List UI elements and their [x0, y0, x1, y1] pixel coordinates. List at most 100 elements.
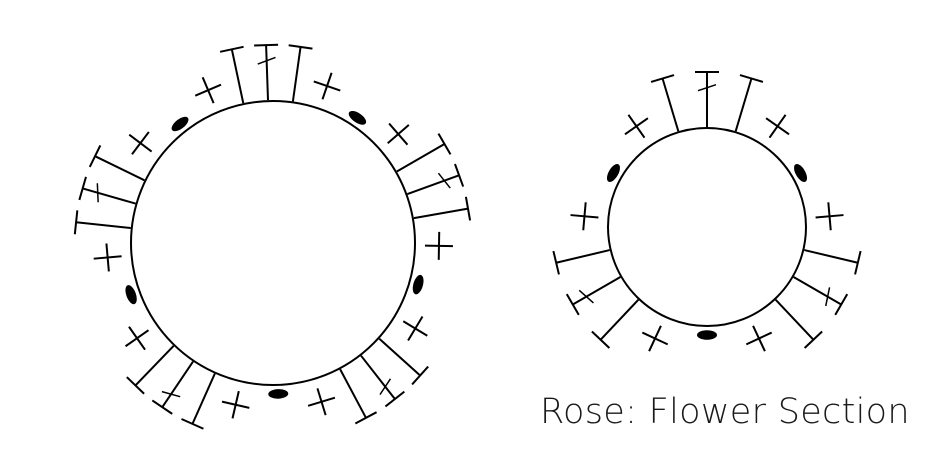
single-crochet-bar [221, 400, 250, 409]
double-crochet-top [254, 43, 279, 47]
chain-stitch [171, 116, 189, 132]
double-crochet [591, 299, 640, 349]
double-crochet-post [75, 221, 131, 230]
double-crochet-slash [379, 378, 392, 395]
double-crochet-top [181, 418, 204, 430]
double-crochet-top [834, 293, 849, 316]
single-crochet [387, 122, 410, 146]
double-crochet-top [464, 196, 472, 221]
double-crochet-slash [825, 287, 831, 307]
double-crochet-top [126, 376, 145, 395]
double-crochet [413, 196, 472, 221]
double-crochet-post [265, 45, 270, 101]
double-crochet-slash [578, 289, 594, 304]
single-crochet [194, 76, 222, 104]
double-crochet [407, 163, 465, 196]
double-crochet-top [78, 176, 87, 201]
double-crochet [288, 44, 313, 102]
single-crochet-bar [641, 331, 669, 346]
single-crochet-bar [388, 122, 409, 146]
double-crochet-post [555, 249, 610, 264]
double-crochet-post [378, 337, 421, 377]
chain-stitch-mark [606, 164, 620, 182]
double-crochet [339, 368, 378, 425]
double-crochet-post [161, 360, 194, 408]
single-crochet [424, 231, 453, 260]
double-crochet-post [774, 299, 815, 341]
double-crochet [254, 43, 279, 101]
chain-stitch [606, 164, 620, 182]
double-crochet-slash [161, 390, 181, 398]
single-crochet-bar [307, 396, 336, 407]
double-crochet-top [288, 44, 313, 50]
double-crochet [126, 345, 175, 395]
single-crochet [402, 315, 428, 342]
double-crochet [793, 276, 849, 316]
double-crochet-post [407, 174, 460, 196]
foundation-ring [607, 127, 807, 327]
double-crochet-top [354, 411, 378, 425]
small-rose-chart [552, 71, 862, 352]
double-crochet [396, 133, 452, 173]
single-crochet-bar [745, 331, 773, 346]
single-crochet-bar [624, 117, 649, 136]
single-crochet [307, 388, 336, 416]
double-crochet-top [803, 330, 823, 349]
double-crochet-post [572, 276, 621, 306]
chain-stitch [268, 389, 289, 399]
double-crochet-post [291, 46, 302, 102]
chain-stitch [794, 164, 808, 182]
double-crochet-slash [697, 83, 717, 92]
chain-stitch-mark [171, 116, 189, 132]
double-crochet-slash [257, 56, 276, 65]
large-rose-chart [73, 43, 472, 430]
double-crochet-post [804, 249, 859, 264]
single-crochet [745, 325, 773, 352]
double-crochet [774, 299, 823, 349]
double-crochet-top [88, 144, 102, 168]
double-crochet-top [437, 133, 452, 155]
double-crochet [378, 337, 429, 386]
double-crochet-post [793, 276, 842, 306]
double-crochet-post [413, 207, 469, 220]
double-crochet-top [73, 210, 79, 235]
chain-stitch [697, 330, 717, 340]
chain-stitch-mark [348, 110, 367, 125]
foundation-ring [130, 100, 416, 386]
single-crochet [765, 114, 790, 139]
double-crochet-top [650, 74, 675, 83]
double-crochet-top [411, 365, 429, 386]
chain-stitch [412, 274, 424, 295]
single-crochet-bar [582, 202, 587, 231]
double-crochet [734, 74, 764, 132]
double-crochet [78, 176, 136, 205]
chain-stitch-mark [125, 285, 137, 305]
double-crochet [181, 373, 216, 430]
single-crochet-bar [131, 131, 150, 155]
single-crochet-bar [765, 117, 790, 136]
double-crochet-post [191, 373, 216, 425]
single-crochet [128, 131, 153, 155]
single-crochet-bar [105, 243, 110, 272]
single-crochet [313, 72, 341, 100]
double-crochet-post [82, 187, 136, 205]
single-crochet-bar [194, 83, 222, 97]
double-crochet-post [396, 143, 445, 173]
double-crochet [219, 45, 245, 104]
double-crochet-post [599, 299, 640, 341]
double-crochet-slash [96, 183, 99, 203]
double-crochet [804, 249, 862, 275]
chain-stitch-mark [268, 389, 289, 399]
double-crochet-post [734, 78, 753, 132]
double-crochet [73, 210, 131, 235]
single-crochet [124, 326, 150, 351]
double-crochet-top [384, 390, 405, 408]
chain-stitch [348, 110, 367, 125]
double-crochet-post [94, 155, 145, 182]
double-crochet-top [591, 330, 611, 349]
double-crochet [565, 276, 621, 316]
double-crochet-top [854, 250, 862, 275]
double-crochet-top [739, 74, 764, 83]
chain-stitch-mark [697, 330, 717, 340]
